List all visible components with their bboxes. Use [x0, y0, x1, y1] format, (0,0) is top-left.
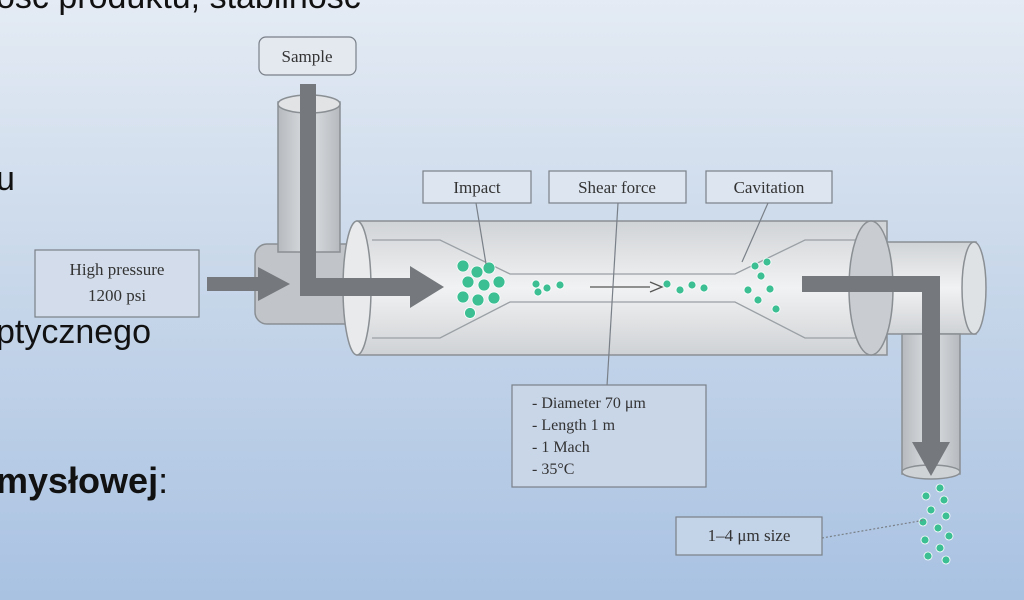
outlet-elbow: [848, 220, 987, 480]
sample-label: Sample: [282, 47, 333, 66]
size-label: 1–4 μm size: [708, 526, 791, 545]
cavitation-label-box: Cavitation: [705, 170, 833, 204]
slide-text-bold: mysłowej: [0, 460, 159, 501]
shear-label: Shear force: [578, 178, 656, 197]
sample-label-box: Sample: [258, 36, 357, 76]
spec-temperature: - 35°C: [532, 461, 574, 478]
pressure-label-box: High pressure 1200 psi: [34, 249, 200, 318]
slide-text-line-4: mysłowej:: [0, 460, 168, 502]
cavitation-label: Cavitation: [734, 178, 805, 197]
main-pipe: [342, 220, 888, 356]
impact-label-box: Impact: [422, 170, 532, 204]
flow-arrows: [207, 84, 950, 476]
leader-lines: [475, 202, 926, 539]
slide-text-line-1: ość produktu, stabilność: [0, 0, 361, 17]
spec-speed: - 1 Mach: [532, 439, 590, 456]
slide-text-line-3: ptycznego: [0, 313, 151, 351]
spec-length: - Length 1 m: [532, 417, 616, 434]
shear-label-box: Shear force: [548, 170, 687, 204]
slide-text-line-2: u: [0, 160, 15, 198]
particles: [456, 257, 954, 565]
impact-label: Impact: [453, 178, 500, 197]
slide-text-colon: :: [158, 460, 169, 501]
pressure-label-line2: 1200 psi: [88, 286, 146, 305]
pressure-label-line1: High pressure: [70, 260, 165, 279]
spec-diameter: - Diameter 70 μm: [532, 395, 646, 412]
size-label-box: 1–4 μm size: [675, 516, 823, 556]
specs-box: - Diameter 70 μm - Length 1 m - 1 Mach -…: [511, 384, 707, 488]
